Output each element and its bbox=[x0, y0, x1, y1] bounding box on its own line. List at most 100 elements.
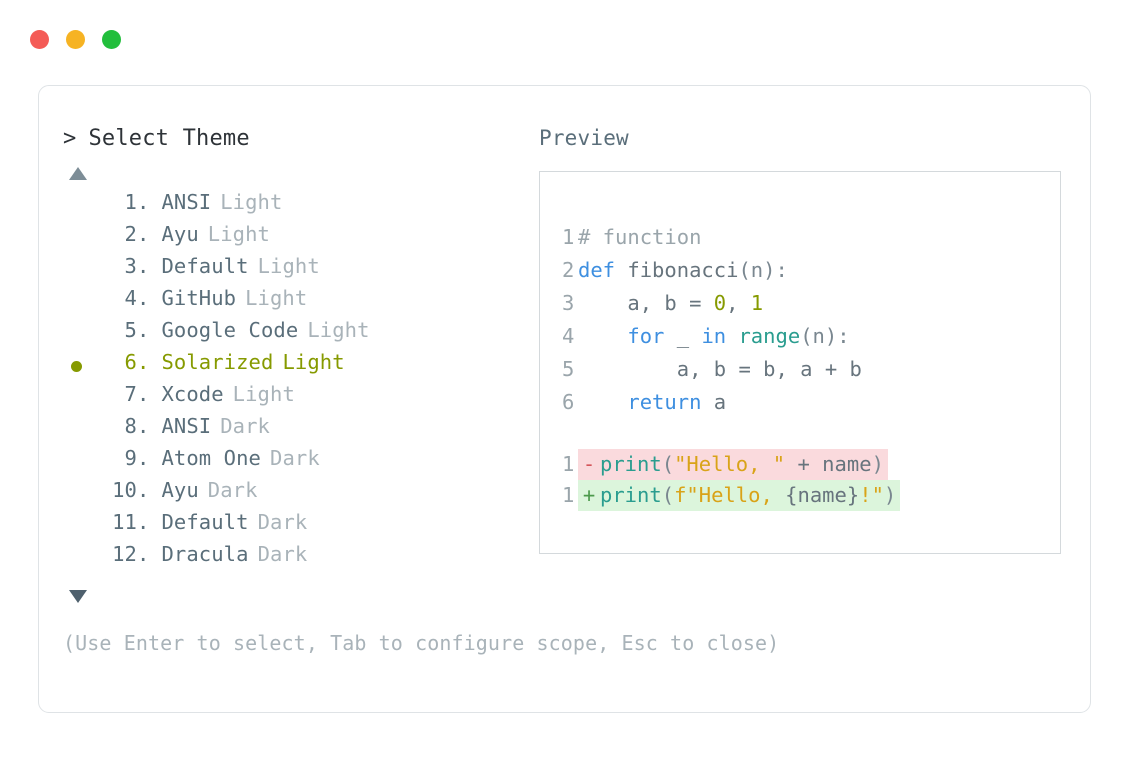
code-token: a, b = b, a + b bbox=[578, 357, 862, 381]
prompt-caret-icon: > bbox=[63, 126, 77, 151]
theme-index: 6 bbox=[124, 350, 137, 374]
theme-list-item[interactable]: 2. Ayu Light bbox=[63, 222, 533, 254]
diff-line-content: -print("Hello, " + name) bbox=[578, 449, 888, 480]
window-titlebar bbox=[30, 30, 121, 49]
theme-index-dot: . bbox=[137, 222, 150, 246]
code-token: # function bbox=[578, 225, 702, 249]
code-token: f"Hello, bbox=[674, 483, 786, 507]
theme-index: 4 bbox=[124, 286, 137, 310]
code-token bbox=[578, 324, 627, 348]
theme-list-item[interactable]: 7. Xcode Light bbox=[63, 382, 533, 414]
diff-line-del: 1-print("Hello, " + name) bbox=[540, 449, 1060, 480]
theme-index-dot: . bbox=[137, 478, 150, 502]
code-token: for bbox=[627, 324, 665, 348]
theme-index-dot: . bbox=[137, 510, 150, 534]
code-token: ) bbox=[871, 452, 884, 476]
code-token bbox=[578, 390, 627, 414]
theme-variant: Dark bbox=[257, 542, 308, 566]
code-token: ) bbox=[883, 483, 897, 507]
code-line-number: 2 bbox=[562, 258, 575, 282]
minimize-button[interactable] bbox=[66, 30, 85, 49]
code-token: a bbox=[701, 390, 727, 414]
theme-index: 1 bbox=[124, 190, 137, 214]
theme-variant: Light bbox=[232, 382, 295, 406]
theme-index-dot: . bbox=[137, 190, 150, 214]
diff-line-content: +print(f"Hello, {name}!") bbox=[578, 480, 901, 511]
theme-index: 7 bbox=[124, 382, 137, 406]
theme-index: 12 bbox=[112, 542, 137, 566]
code-line: 6 return a bbox=[540, 390, 1060, 423]
theme-variant: Dark bbox=[220, 414, 271, 438]
code-line-number: 1 bbox=[562, 225, 575, 249]
theme-index: 5 bbox=[124, 318, 137, 342]
code-token: ( bbox=[661, 452, 675, 476]
theme-variant: Light bbox=[307, 318, 370, 342]
code-token: (n): bbox=[800, 324, 850, 348]
theme-index-dot: . bbox=[137, 382, 150, 406]
code-token: print bbox=[600, 483, 662, 507]
theme-index-dot: . bbox=[137, 414, 150, 438]
code-token: {name} bbox=[785, 483, 860, 507]
theme-name: Ayu bbox=[161, 478, 199, 502]
code-line-number: 6 bbox=[562, 390, 575, 414]
scroll-down-icon[interactable] bbox=[69, 590, 87, 603]
code-token: fibonacci bbox=[627, 258, 739, 282]
close-button[interactable] bbox=[30, 30, 49, 49]
diff-marker-icon: - bbox=[582, 452, 596, 476]
theme-name: Default bbox=[161, 254, 249, 278]
selected-bullet-icon bbox=[70, 360, 82, 372]
theme-name: ANSI bbox=[161, 414, 212, 438]
code-token: _ bbox=[664, 324, 702, 348]
theme-index: 10 bbox=[112, 478, 137, 502]
code-token: 0 bbox=[713, 291, 727, 315]
theme-index-dot: . bbox=[137, 286, 150, 310]
theme-list-item[interactable]: 8. ANSI Dark bbox=[63, 414, 533, 446]
code-line: 1# function bbox=[540, 225, 1060, 258]
theme-name: Xcode bbox=[161, 382, 224, 406]
code-token: "Hello, " bbox=[674, 452, 786, 476]
theme-variant: Dark bbox=[257, 510, 308, 534]
theme-name: GitHub bbox=[161, 286, 237, 310]
theme-index: 9 bbox=[124, 446, 137, 470]
theme-name: Google Code bbox=[161, 318, 299, 342]
maximize-button[interactable] bbox=[102, 30, 121, 49]
code-line-number: 5 bbox=[562, 357, 575, 381]
theme-name: Dracula bbox=[161, 542, 249, 566]
code-line: 3 a, b = 0, 1 bbox=[540, 291, 1060, 324]
code-token: + name bbox=[785, 452, 872, 476]
code-token: print bbox=[600, 452, 662, 476]
preview-label: Preview bbox=[539, 126, 629, 150]
theme-index: 8 bbox=[124, 414, 137, 438]
theme-name: Ayu bbox=[161, 222, 199, 246]
theme-variant: Light bbox=[207, 222, 270, 246]
code-token: a, b = bbox=[578, 291, 714, 315]
code-token: (n): bbox=[738, 258, 788, 282]
code-token: ! bbox=[859, 483, 872, 507]
theme-index: 2 bbox=[124, 222, 137, 246]
code-line-number: 3 bbox=[562, 291, 575, 315]
diff-marker-icon: + bbox=[582, 483, 596, 507]
diff-line-number: 1 bbox=[562, 483, 575, 507]
scroll-up-icon[interactable] bbox=[69, 167, 87, 180]
code-token: in bbox=[701, 324, 727, 348]
theme-name: Atom One bbox=[161, 446, 261, 470]
keyboard-hint: (Use Enter to select, Tab to configure s… bbox=[63, 631, 780, 655]
diff-line-number: 1 bbox=[562, 452, 575, 476]
code-line-number: 4 bbox=[562, 324, 575, 348]
code-line: 4 for _ in range(n): bbox=[540, 324, 1060, 357]
theme-variant: Dark bbox=[270, 446, 320, 470]
theme-variant: Light bbox=[220, 190, 283, 214]
